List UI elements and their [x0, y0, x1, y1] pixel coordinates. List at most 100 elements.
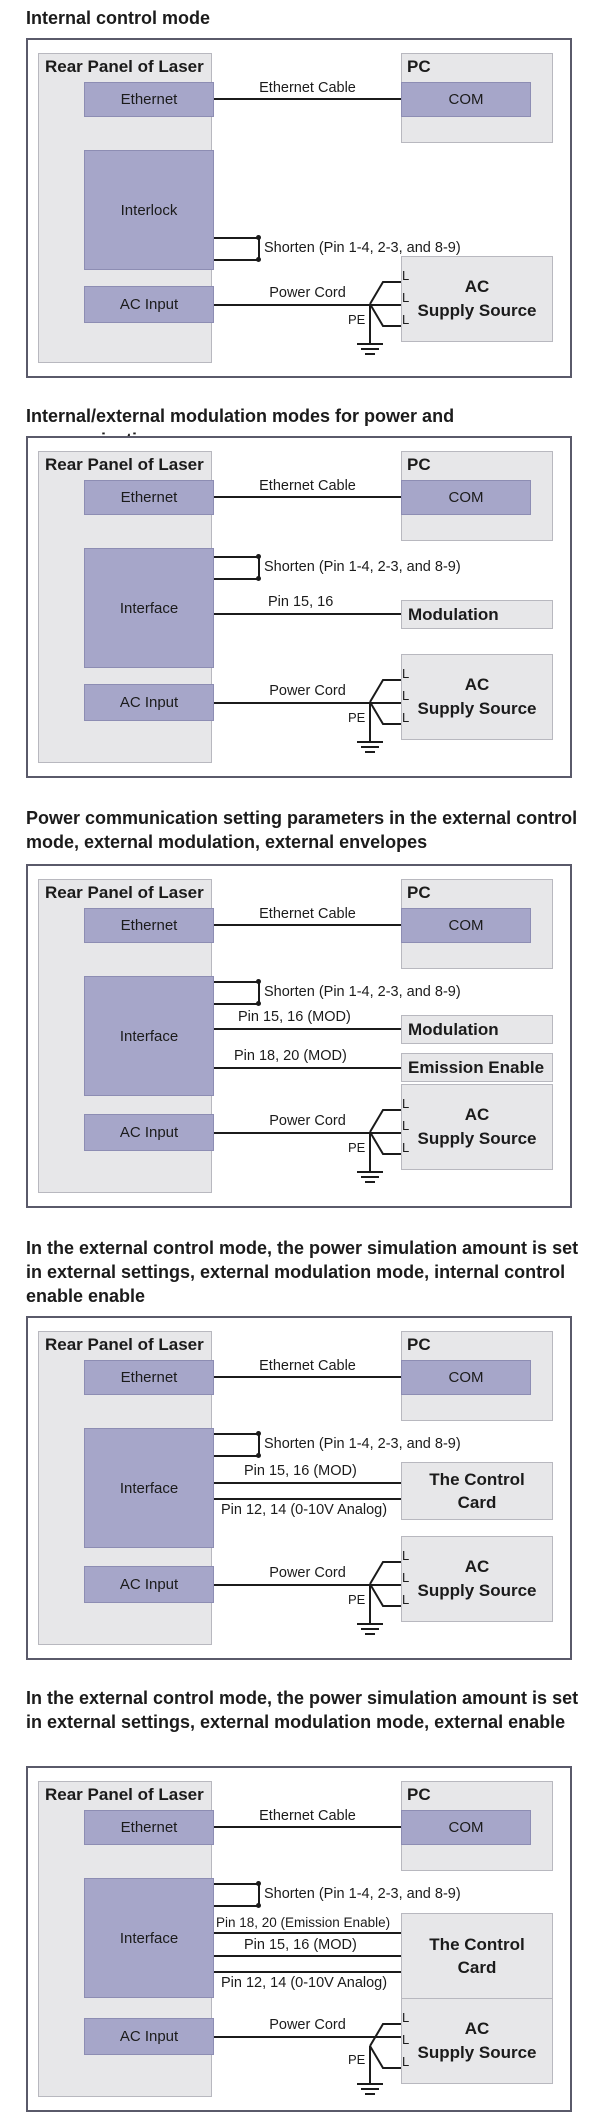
section-title: In the external control mode, the power … — [26, 1238, 579, 1306]
control-card-box: The Control Card — [401, 1913, 553, 1999]
pin-connection-label: Pin 18, 20 (Emission Enable) — [216, 1915, 391, 1930]
rear-panel-title: Rear Panel of Laser — [45, 883, 204, 902]
line-l-label: L — [402, 1548, 410, 1563]
ac-input-block: AC Input — [84, 1114, 214, 1151]
shorten-label: Shorten (Pin 1-4, 2-3, and 8-9) — [264, 1886, 461, 1902]
line-l-label: L — [402, 2054, 410, 2069]
power-cord-line — [214, 304, 401, 306]
shorten-label: Shorten (Pin 1-4, 2-3, and 8-9) — [264, 984, 461, 1000]
section-title: In the external control mode, the power … — [26, 1688, 579, 1732]
ac-supply-box: AC Supply Source — [401, 1998, 553, 2084]
ethernet-cable-label: Ethernet Cable — [259, 1808, 356, 1824]
ethernet-block: Ethernet — [84, 1360, 214, 1395]
ethernet-block: Ethernet — [84, 82, 214, 117]
jumper-dot — [256, 257, 261, 262]
ac-supply-box: AC Supply Source — [401, 1536, 553, 1622]
rear-panel-title: Rear Panel of Laser — [45, 1785, 204, 1804]
ethernet-cable-label: Ethernet Cable — [259, 80, 356, 96]
ethernet-cable-line — [214, 98, 401, 100]
pin-connection-label: Pin 15, 16 — [268, 594, 334, 610]
line-l-label: L — [402, 710, 410, 725]
modulation-box: Modulation — [401, 1015, 553, 1044]
pin-connection-line — [214, 1932, 401, 1934]
power-cord-line — [214, 1132, 401, 1134]
ethernet-cable-line — [214, 496, 401, 498]
control-card-label: The Control Card — [429, 1935, 525, 1977]
rear-panel-title: Rear Panel of Laser — [45, 57, 204, 76]
jumper-dot — [256, 1431, 261, 1436]
line-l-label: L — [402, 1570, 410, 1585]
ac-input-block: AC Input — [84, 684, 214, 721]
pin-connection-label: Pin 12, 14 (0-10V Analog) — [221, 1502, 388, 1518]
emission-enable-box: Emission Enable — [401, 1053, 553, 1082]
interface-block: Interface — [84, 548, 214, 668]
jumper-wire — [258, 556, 260, 580]
line-l-label: L — [402, 312, 410, 327]
ground-pe-label: PE — [348, 1140, 366, 1155]
power-cord-wiring — [357, 1109, 401, 1183]
ac-input-block: AC Input — [84, 1566, 214, 1603]
diagram-frame: Rear Panel of Laser Ethernet Interface A… — [26, 1316, 572, 1660]
jumper-wire — [214, 237, 260, 239]
jumper-wire — [214, 1905, 260, 1907]
pin-connection-line — [214, 613, 401, 615]
pin-connection-line — [214, 1028, 401, 1030]
power-cord-wiring — [357, 1561, 401, 1635]
pin-connection-line — [214, 1482, 401, 1484]
rear-panel-title: Rear Panel of Laser — [45, 1335, 204, 1354]
shorten-label: Shorten (Pin 1-4, 2-3, and 8-9) — [264, 559, 461, 575]
power-cord-label: Power Cord — [269, 1565, 346, 1581]
jumper-dot — [256, 576, 261, 581]
ac-supply-box: AC Supply Source — [401, 1084, 553, 1170]
interface-block: Interface — [84, 976, 214, 1096]
ethernet-cable-label: Ethernet Cable — [259, 478, 356, 494]
pin-connection-line — [214, 1067, 401, 1069]
jumper-wire — [214, 259, 260, 261]
ground-pe-label: PE — [348, 312, 366, 327]
ac-supply-label: Supply Source — [417, 301, 537, 320]
ac-supply-label: Supply Source — [417, 699, 537, 718]
jumper-wire — [214, 578, 260, 580]
pin-connection-line — [214, 1955, 401, 1957]
jumper-dot — [256, 1881, 261, 1886]
ground-pe-label: PE — [348, 2052, 366, 2067]
jumper-wire — [214, 1433, 260, 1435]
jumper-wire — [214, 981, 260, 983]
shorten-label: Shorten (Pin 1-4, 2-3, and 8-9) — [264, 1436, 461, 1452]
pin-connection-label: Pin 18, 20 (MOD) — [234, 1048, 347, 1064]
jumper-wire — [214, 1883, 260, 1885]
modulation-box: Modulation — [401, 600, 553, 629]
ethernet-cable-line — [214, 924, 401, 926]
line-l-label: L — [402, 666, 410, 681]
com-block: COM — [401, 1810, 531, 1845]
control-card-label: The Control Card — [429, 1470, 525, 1512]
line-l-label: L — [402, 1592, 410, 1607]
shorten-label: Shorten (Pin 1-4, 2-3, and 8-9) — [264, 240, 461, 256]
line-l-label: L — [402, 2032, 410, 2047]
com-block: COM — [401, 908, 531, 943]
ac-supply-label: AC — [464, 1105, 490, 1124]
jumper-wire — [258, 237, 260, 261]
section-title: Internal control mode — [26, 8, 211, 28]
jumper-wire — [214, 556, 260, 558]
line-l-label: L — [402, 1118, 410, 1133]
power-cord-label: Power Cord — [269, 683, 346, 699]
interface-block: Interface — [84, 1878, 214, 1998]
ac-supply-label: AC — [464, 1557, 490, 1576]
interlock-block: Interlock — [84, 150, 214, 270]
jumper-dot — [256, 979, 261, 984]
pin-connection-line — [214, 1498, 401, 1500]
power-cord-wiring — [357, 281, 401, 355]
jumper-dot — [256, 235, 261, 240]
ethernet-cable-label: Ethernet Cable — [259, 906, 356, 922]
pc-title: PC — [407, 1335, 431, 1354]
power-cord-label: Power Cord — [269, 285, 346, 301]
jumper-dot — [256, 1001, 261, 1006]
ac-supply-label: Supply Source — [417, 1581, 537, 1600]
pc-title: PC — [407, 455, 431, 474]
jumper-wire — [258, 1883, 260, 1907]
ac-supply-label: AC — [464, 277, 490, 296]
interface-block: Interface — [84, 1428, 214, 1548]
ac-supply-box: AC Supply Source — [401, 256, 553, 342]
ac-supply-label: Supply Source — [417, 1129, 537, 1148]
